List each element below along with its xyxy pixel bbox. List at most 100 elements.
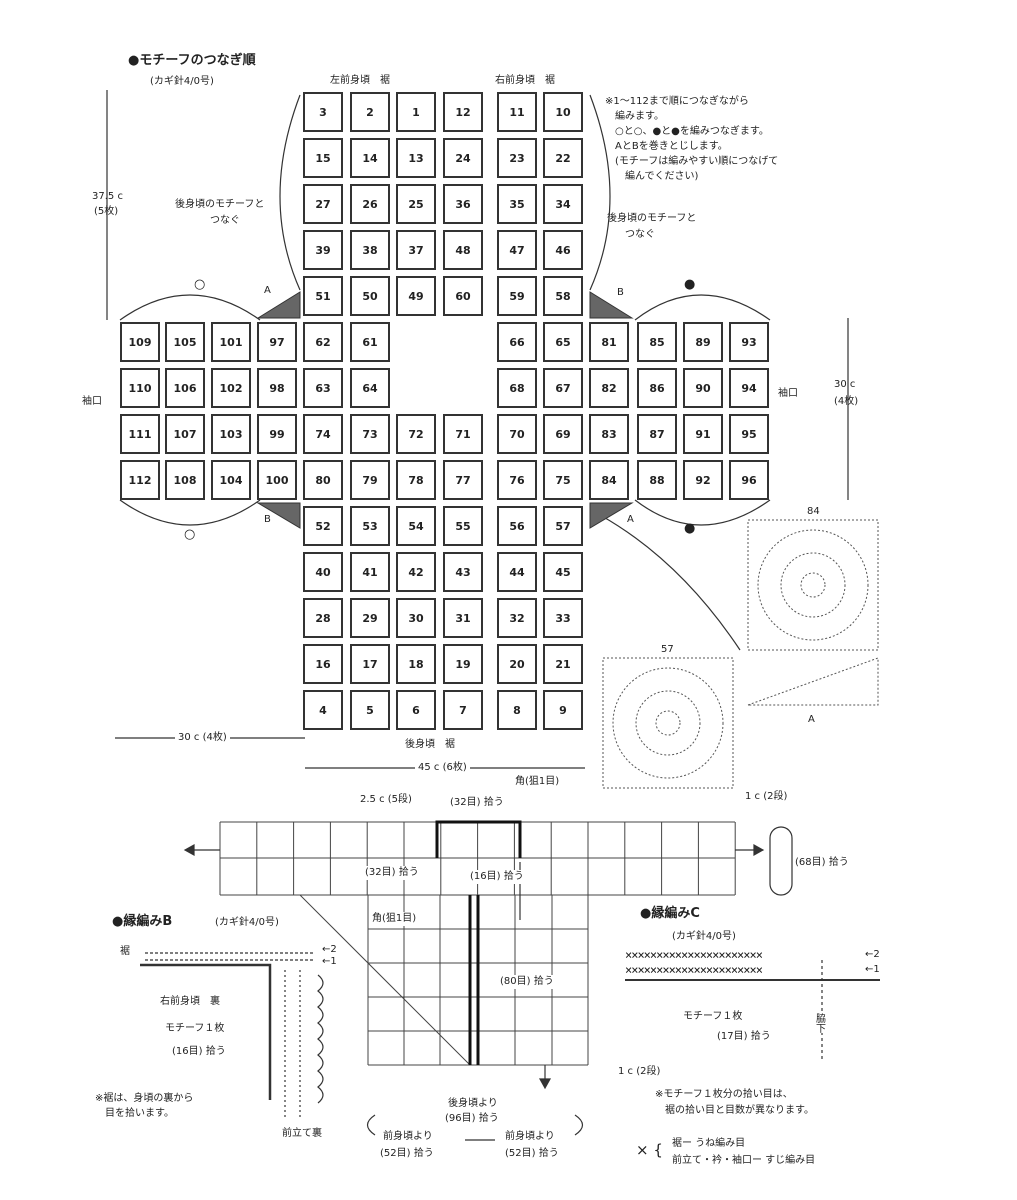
edgeC-legend-2: 前立て・衿・袖口ー すじ編み目	[672, 1155, 816, 1166]
label-left-front-hem: 左前身頃 裾	[330, 75, 390, 86]
motif-cell-62: 62	[303, 322, 343, 362]
motif-cell-4: 4	[303, 690, 343, 730]
join-label-right-1: 後身頃のモチーフと	[607, 213, 697, 224]
edgeC-title: ●縁編みC	[640, 906, 700, 921]
dim-height: 37.5 c	[92, 191, 123, 202]
bracket-right	[574, 1114, 584, 1136]
edgeC-pick: (17目) 拾う	[717, 1031, 771, 1042]
motif-cell-91: 91	[683, 414, 723, 454]
motif-cell-81: 81	[589, 322, 629, 362]
dim-bottom: 45 c (6枚)	[415, 761, 470, 775]
edgeC-row-1: ←1	[865, 964, 880, 975]
motif-pointer-line	[599, 514, 741, 651]
arc-circle-fill-top	[634, 294, 771, 321]
motif-cell-84: 84	[589, 460, 629, 500]
page-title: ●モチーフのつなぎ順	[128, 53, 256, 68]
motif-cell-20: 20	[497, 644, 537, 684]
dim-height-count: (5枚)	[94, 206, 119, 217]
motif-cell-87: 87	[637, 414, 677, 454]
motif-cell-14: 14	[350, 138, 390, 178]
note-line-4: AとBを巻きとじします。	[605, 141, 728, 152]
motif-cell-96: 96	[729, 460, 769, 500]
triangle-b-right	[589, 291, 634, 319]
edgeB-note-1: ※裾は、身頃の裏から	[95, 1093, 194, 1104]
arrow-left-head	[183, 843, 195, 857]
arc-circle-open-bottom	[119, 499, 261, 526]
arrow-down-head	[538, 1078, 552, 1090]
motif-cell-72: 72	[396, 414, 436, 454]
motif-cell-21: 21	[543, 644, 583, 684]
circle-open-bottom: ○	[184, 527, 196, 542]
motif-cell-15: 15	[303, 138, 343, 178]
motif-cell-64: 64	[350, 368, 390, 408]
motif-cell-16: 16	[303, 644, 343, 684]
note-line-3: ○と○、●と●を編みつなぎます。	[605, 126, 769, 137]
front-from-right: 前身頃より	[505, 1131, 555, 1142]
edgeB-side: 右前身頃 裏	[160, 996, 220, 1007]
motif-cell-85: 85	[637, 322, 677, 362]
motif-57-ring-inner	[655, 710, 681, 736]
dim-left-bottom: 30 c (4枚)	[175, 731, 230, 745]
motif-cell-1: 1	[396, 92, 436, 132]
motif-cell-70: 70	[497, 414, 537, 454]
motif-cell-23: 23	[497, 138, 537, 178]
motif-label-84: 84	[807, 506, 820, 517]
edgeC-note-1: ※モチーフ１枚分の拾い目は、	[655, 1089, 793, 1100]
motif-cell-43: 43	[443, 552, 483, 592]
motif-cell-86: 86	[637, 368, 677, 408]
join-label-left-1: 後身頃のモチーフと	[175, 199, 265, 210]
motif-cell-10: 10	[543, 92, 583, 132]
motif-cell-90: 90	[683, 368, 723, 408]
triangle-a-right	[589, 502, 634, 529]
edgeB-row-1: ←1	[322, 956, 337, 967]
motif-cell-58: 58	[543, 276, 583, 316]
circle-open-top: ○	[194, 277, 206, 292]
motif-cell-36: 36	[443, 184, 483, 224]
motif-cell-44: 44	[497, 552, 537, 592]
motif-cell-38: 38	[350, 230, 390, 270]
motif-cell-33: 33	[543, 598, 583, 638]
edgeC-note-2: 裾の拾い目と目数が異なります。	[655, 1105, 814, 1116]
circle-fill-bottom: ●	[684, 521, 696, 536]
motif-cell-47: 47	[497, 230, 537, 270]
motif-57-ring-outer	[612, 667, 724, 779]
edgeB-hook: (カギ針4/0号)	[215, 917, 279, 928]
motif-cell-73: 73	[350, 414, 390, 454]
pick-32-mid: (32目) 拾う	[365, 866, 419, 880]
motif-cell-53: 53	[350, 506, 390, 546]
motif-cell-34: 34	[543, 184, 583, 224]
body-diagonal	[299, 894, 471, 1066]
motif-cell-65: 65	[543, 322, 583, 362]
dim-2-5c: 2.5 c (5段)	[360, 794, 412, 805]
motif-cell-46: 46	[543, 230, 583, 270]
motif-cell-108: 108	[165, 460, 205, 500]
motif-cell-40: 40	[303, 552, 343, 592]
edgeB-hem: 裾	[120, 946, 130, 957]
motif-cell-39: 39	[303, 230, 343, 270]
note-line-1: ※1～112まで順につなぎながら	[605, 96, 749, 107]
motif-cell-24: 24	[443, 138, 483, 178]
motif-cell-95: 95	[729, 414, 769, 454]
note-line-2: 編みます。	[605, 111, 664, 122]
join-arc-right	[589, 94, 611, 291]
bracket-left	[366, 1114, 376, 1136]
edgeC-stitch-row-1: ××××××××××××××××××××××	[625, 963, 763, 977]
motif-cell-22: 22	[543, 138, 583, 178]
motif-a-half	[747, 657, 879, 706]
motif-cell-56: 56	[497, 506, 537, 546]
motif-cell-3: 3	[303, 92, 343, 132]
edgeC-side: 脇下	[812, 1013, 826, 1033]
motif-cell-63: 63	[303, 368, 343, 408]
motif-cell-68: 68	[497, 368, 537, 408]
motif-cell-104: 104	[211, 460, 251, 500]
note-line-6: 編んでください)	[605, 171, 699, 182]
motif-cell-112: 112	[120, 460, 160, 500]
motif-cell-89: 89	[683, 322, 723, 362]
arc-circle-fill-bottom	[634, 499, 771, 526]
join-arc-left	[279, 94, 301, 291]
motif-84-ring-mid	[780, 552, 846, 618]
motif-cell-7: 7	[443, 690, 483, 730]
motif-cell-93: 93	[729, 322, 769, 362]
motif-cell-28: 28	[303, 598, 343, 638]
front-from-left: 前身頃より	[383, 1131, 433, 1142]
